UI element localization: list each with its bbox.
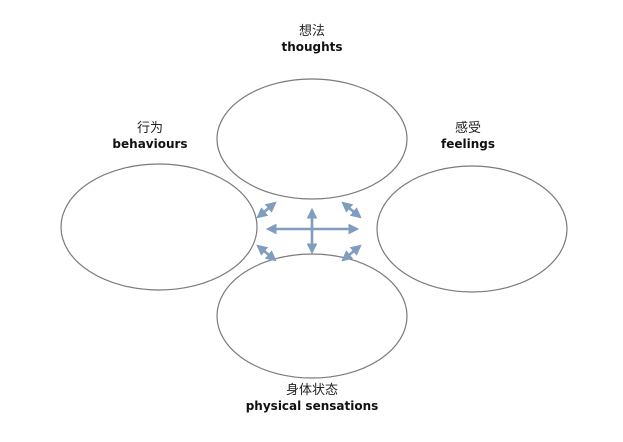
physical-sensations-label-zh: 身体状态 xyxy=(285,383,338,398)
feelings-label-zh: 感受 xyxy=(454,121,481,136)
feelings-label-en: feelings xyxy=(441,137,495,152)
behaviours-ellipse xyxy=(60,163,258,291)
behaviours-label-en: behaviours xyxy=(112,137,188,152)
physical-ellipse xyxy=(216,253,408,379)
upper-left-diagonal-arrow xyxy=(256,201,277,219)
upper-right-diagonal-arrow xyxy=(341,201,362,219)
lower-left-diagonal-arrow xyxy=(256,244,277,262)
physical-sensations-label: 身体状态 physical sensations xyxy=(232,383,392,414)
thoughts-label-zh: 想法 xyxy=(298,24,325,39)
physical-sensations-label-en: physical sensations xyxy=(245,399,379,414)
thoughts-label-en: thoughts xyxy=(281,40,343,55)
lower-right-diagonal-arrow xyxy=(341,244,362,262)
feelings-ellipse xyxy=(376,165,568,293)
thoughts-ellipse xyxy=(216,78,408,200)
feelings-label: 感受 feelings xyxy=(418,121,518,152)
behaviours-label-zh: 行为 xyxy=(136,121,163,136)
thoughts-label: 想法 thoughts xyxy=(262,24,362,55)
behaviours-label: 行为 behaviours xyxy=(95,121,205,152)
